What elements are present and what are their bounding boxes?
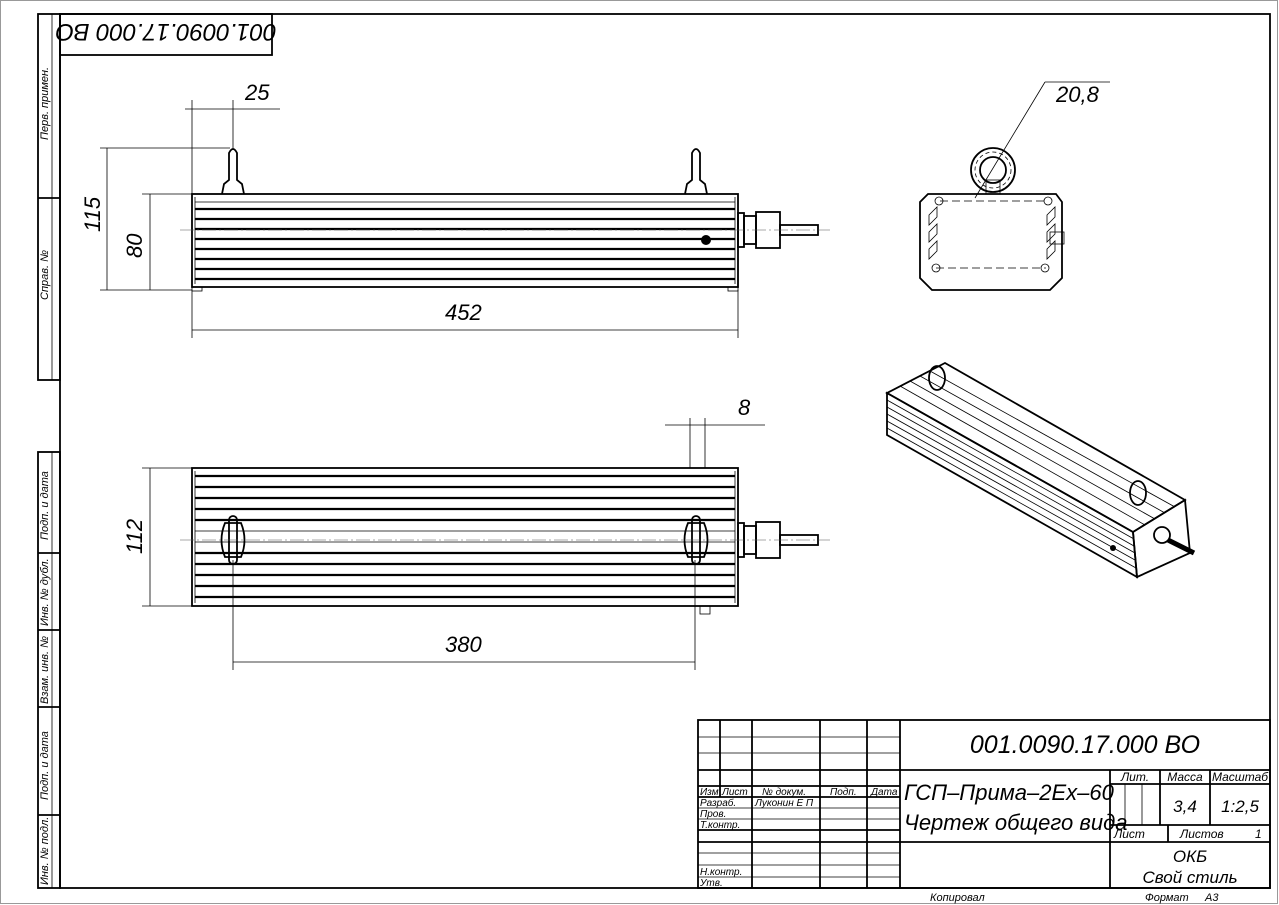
drawing-frame [59, 13, 1271, 889]
dim-overall-length: 452 [445, 300, 482, 325]
header-sheet: Лист [1113, 827, 1145, 841]
ground-screw [701, 235, 711, 245]
strip-vzam-inv: Взам. инв. № [39, 636, 51, 704]
left-margin-strip: Перв. примен. Справ. № Подп. и дата Инв.… [37, 13, 61, 889]
designation-stamp-rotated: 001.0090.17.000 ВО [56, 13, 277, 56]
top-view: 112 380 8 [122, 395, 830, 670]
dim-lug-offset: 25 [244, 80, 270, 105]
copied-label: Копировал [930, 892, 985, 904]
developer-label: Разраб. [700, 797, 736, 809]
header-mass: Масса [1167, 770, 1203, 784]
header-lit: Лит. [1120, 770, 1149, 784]
title-block: 001.0090.17.000 ВО ГСП–Прима–2Ех–60 Черт… [697, 719, 1271, 889]
checker-label: Пров. [700, 809, 726, 820]
format-label: Формат [1145, 892, 1189, 904]
dim-body-height: 80 [122, 233, 147, 258]
approved-label: Утв. [699, 878, 723, 889]
mass-value: 3,4 [1173, 797, 1197, 816]
product-name: ГСП–Прима–2Ех–60 [904, 780, 1115, 805]
organization-line1: ОКБ [1173, 847, 1207, 866]
strip-podp-data-2: Подп. и дата [39, 731, 51, 800]
header-sheets: Листов [1179, 827, 1224, 841]
lifting-lug-left [221, 148, 245, 195]
header-izm: Изм [700, 787, 719, 798]
strip-inv-dubl: Инв. № дубл. [39, 558, 51, 626]
side-view: 20,8 [919, 81, 1110, 291]
designation: 001.0090.17.000 ВО [970, 731, 1200, 759]
header-doc-no: № докум. [762, 787, 806, 798]
format-value: А3 [1204, 892, 1219, 904]
dim-lug-spacing: 380 [445, 632, 482, 657]
header-scale: Масштаб [1212, 770, 1269, 784]
header-date: Дата [870, 787, 898, 798]
dim-width: 112 [122, 519, 147, 554]
dim-overall-height: 115 [80, 196, 105, 232]
front-view: 25 115 80 452 [80, 80, 830, 338]
header-list: Лист [721, 787, 748, 798]
strip-perv-primen: Перв. примен. [39, 67, 51, 140]
svg-text:001.0090.17.000 ВО: 001.0090.17.000 ВО [56, 18, 277, 45]
dim-end-offset: 8 [738, 395, 751, 420]
organization-line2: Свой стиль [1142, 868, 1237, 887]
isometric-view [885, 361, 1196, 579]
strip-sprav-no: Справ. № [39, 250, 51, 300]
drawing-type: Чертеж общего вида [904, 810, 1127, 835]
header-sign: Подп. [830, 787, 857, 798]
dim-eye-diameter: 20,8 [1055, 82, 1100, 107]
sheets-count: 1 [1255, 827, 1262, 841]
eye-bolt [970, 147, 1016, 193]
strip-inv-podl: Инв. № подл. [39, 817, 51, 885]
tech-control-label: Т.контр. [700, 820, 740, 831]
strip-podp-data-1: Подп. и дата [39, 471, 51, 540]
scale-value: 1:2,5 [1221, 797, 1259, 816]
developer-name: Луконин Е П [754, 798, 814, 809]
norm-control-label: Н.контр. [700, 867, 742, 878]
lifting-lug-right [684, 148, 708, 195]
